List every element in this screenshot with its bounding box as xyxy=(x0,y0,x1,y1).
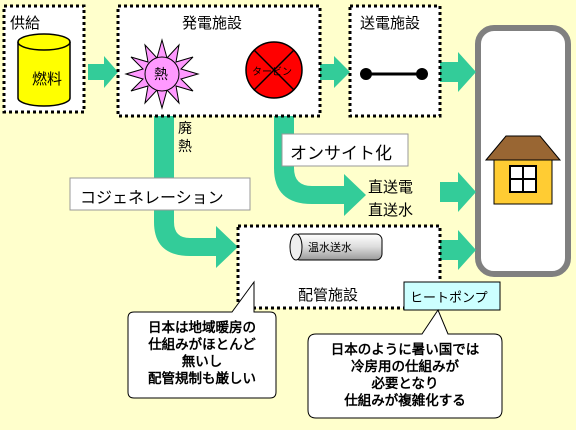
arrow-direct-electric xyxy=(440,172,476,212)
arrow-generation-to-transmission xyxy=(318,56,350,88)
cooling-line1: 日本のように暑い国では xyxy=(330,342,480,358)
fuel-cylinder-top xyxy=(17,33,71,51)
direct-water-label: 直送水 xyxy=(368,201,414,219)
japan-heating-line4: 配管規制も厳しい xyxy=(148,371,256,387)
fuel-cylinder-icon xyxy=(17,42,71,107)
heat-pump-box xyxy=(403,281,501,311)
generation-title: 発電施設 xyxy=(182,14,243,32)
arrow-supply-to-generation xyxy=(88,56,118,88)
cogeneration-label: コジェネレーション xyxy=(80,188,224,207)
transmission-node-left xyxy=(360,68,372,80)
turbine-label: タービン xyxy=(252,67,292,78)
transmission-title: 送電施設 xyxy=(360,14,421,32)
cooling-line4: 仕組みが複雑化する xyxy=(344,393,466,409)
japan-heating-line1: 日本は地域暖房の xyxy=(148,320,256,336)
onsite-label: オンサイト化 xyxy=(290,144,392,164)
house-roof xyxy=(484,135,562,161)
hot-water-pipe-end xyxy=(289,233,303,261)
heat-pump-label: ヒートポンプ xyxy=(410,291,488,306)
fuel-label: 燃料 xyxy=(32,70,63,88)
callout-cooling xyxy=(307,308,503,419)
waste-heat-label: 廃熱 xyxy=(178,121,192,155)
direct-electric-label: 直送電 xyxy=(368,178,414,196)
supply-title: 供給 xyxy=(10,14,41,32)
onsite-label-box xyxy=(281,133,409,167)
callout-japan-heating xyxy=(127,280,277,399)
cooling-line2: 冷房用の仕組みが xyxy=(351,359,459,375)
japan-heating-line2: 仕組みがほとんど xyxy=(148,337,256,353)
transmission-box xyxy=(348,4,442,118)
transmission-node-right xyxy=(416,68,428,80)
cooling-line3: 必要となり xyxy=(371,376,439,392)
arrow-direct-water xyxy=(440,230,476,270)
arrow-onsite xyxy=(274,116,366,216)
arrow-transmission-to-consumer xyxy=(440,52,476,92)
heat-label: 熱 xyxy=(154,67,168,83)
piping-title: 配管施設 xyxy=(298,286,359,304)
heat-sun-core xyxy=(144,56,180,92)
japan-heating-line3: 無いし xyxy=(181,354,223,370)
arrow-waste-heat-cogeneration xyxy=(154,116,238,268)
japan-heating-note: 日本は地域暖房の 仕組みがほとんど 無いし 配管規制も厳しい xyxy=(128,320,276,388)
hot-water-pipe-label: 温水送水 xyxy=(308,241,352,254)
cogeneration-label-box xyxy=(69,177,251,211)
cooling-note: 日本のように暑い国では 冷房用の仕組みが 必要となり 仕組みが複雑化する xyxy=(308,342,502,410)
turbine-cross-b xyxy=(253,49,295,91)
